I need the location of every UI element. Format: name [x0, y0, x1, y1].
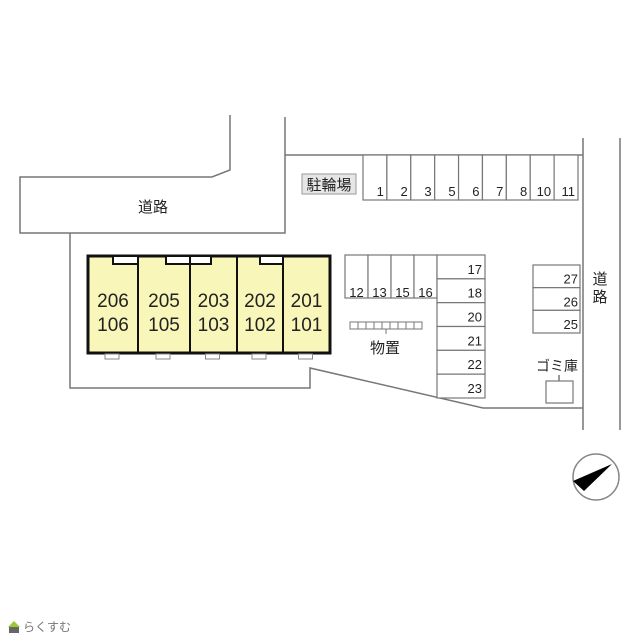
balcony-step: [155, 353, 171, 360]
logo-text: らくすむ: [23, 620, 72, 634]
parking-number: 26: [564, 294, 578, 309]
parking-column: 17 18 20 21 22 23: [436, 254, 486, 399]
parking-number: 20: [468, 310, 482, 325]
unit-number-lower: 102: [244, 315, 276, 336]
bicycle-slot-number: 2: [401, 184, 408, 199]
bicycle-slots: 1 2 3 5 6 7 8 10 11: [362, 154, 579, 201]
apartment-building: 206 106 205 105 203 103 202 102 201 101: [86, 254, 332, 360]
storage-shed: [349, 321, 423, 334]
bicycle-slot-number: 5: [448, 184, 455, 199]
bicycle-slot: [553, 154, 579, 201]
road-label-top: 道路: [138, 199, 168, 216]
entrance-notch: [259, 255, 284, 265]
logo: らくすむ: [8, 618, 71, 635]
road-label-right-1: 道: [592, 271, 607, 288]
unit-number-upper: 203: [198, 291, 230, 312]
unit-number-lower: 103: [198, 315, 230, 336]
parking-number: 15: [395, 285, 409, 300]
bicycle-slot-number: 10: [537, 184, 551, 199]
bicycle-slot-number: 8: [520, 184, 527, 199]
parking-number: 27: [564, 272, 578, 287]
parking-number: 22: [468, 357, 482, 372]
unit-number-upper: 205: [148, 291, 180, 312]
unit-number-lower: 101: [291, 315, 323, 336]
parking-number: 18: [468, 286, 482, 301]
road-label-right-2: 路: [592, 289, 607, 306]
storage-outline: [349, 321, 423, 330]
unit-number-lower: 105: [148, 315, 180, 336]
parking-number: 25: [564, 317, 578, 332]
bicycle-parking-label: 駐輪場: [306, 177, 351, 194]
bicycle-parking-label-box: [301, 173, 357, 195]
house-logo-icon: [8, 620, 20, 633]
parking-number: 23: [468, 381, 482, 396]
parking-space: [436, 373, 486, 399]
parking-number: 16: [418, 285, 432, 300]
unit-number-lower: 106: [97, 315, 129, 336]
parking-number: 21: [468, 333, 482, 348]
entrance-notch: [165, 255, 212, 265]
bicycle-slot-number: 6: [472, 184, 479, 199]
unit-number-upper: 201: [291, 291, 323, 312]
storage-label: 物置: [370, 340, 400, 357]
bicycle-slot-number: 1: [377, 184, 384, 199]
north-compass-icon: [572, 453, 620, 501]
garbage-shed: [545, 380, 574, 404]
bicycle-slot-number: 11: [562, 184, 576, 199]
balcony-step: [104, 353, 120, 360]
parking-number: 12: [349, 285, 363, 300]
balcony-step: [205, 353, 220, 360]
bicycle-slot-number: 7: [496, 184, 503, 199]
road-outline-top: [19, 115, 286, 234]
parking-space: [532, 309, 581, 334]
bicycle-slot-number: 3: [424, 184, 431, 199]
entrance-notch: [112, 255, 139, 265]
garbage-label: ゴミ庫: [536, 358, 578, 374]
unit-number-upper: 206: [97, 291, 129, 312]
parking-right: 27 26 25: [532, 264, 581, 334]
parking-row: 12 13 15 16: [344, 254, 438, 300]
balcony-step: [251, 353, 267, 360]
unit-number-upper: 202: [244, 291, 276, 312]
site-boundary: [69, 233, 583, 409]
parking-number: 17: [468, 262, 482, 277]
parking-number: 13: [372, 285, 386, 300]
balcony-step: [298, 353, 313, 360]
